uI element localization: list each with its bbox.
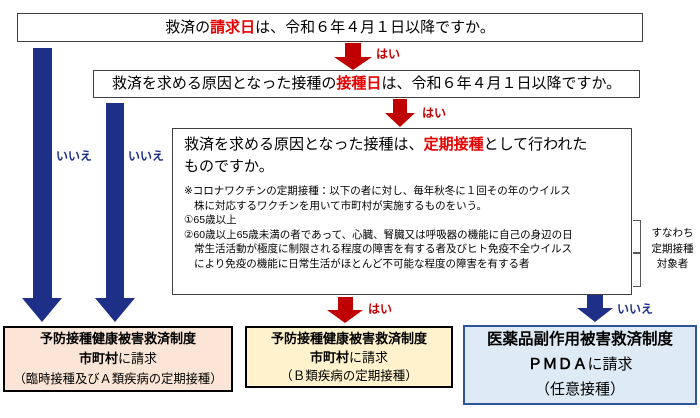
outcome-subtitle: （任意接種） (534, 381, 625, 398)
no-arrow-from-q1 (22, 48, 62, 322)
label-no-2: いいえ (128, 149, 165, 163)
outcome-title: 予防接種健康被害救済制度 (270, 331, 427, 346)
outcome-box-municipal-class-b: 予防接種健康被害救済制度 市町村に請求 （Ｂ類疾病の定期接種） (245, 326, 453, 388)
question-2-text: 救済を求める原因となった接種の接種日は、令和６年４月１日以降ですか。 (112, 73, 621, 95)
question-3-text-line1: 救済を求める原因となった接種は、定期接種として行われた (184, 134, 620, 156)
side-note-line: 定期接種 (651, 242, 694, 255)
outcome-claim: 市町村に請求 (247, 348, 451, 367)
question-1-text: 救済の請求日は、令和６年４月１日以降ですか。 (165, 17, 495, 39)
arrow-head-icon (385, 113, 415, 127)
label-no-1: いいえ (56, 149, 93, 163)
question-box-routine-vaccination: 救済を求める原因となった接種は、定期接種として行われた ものですか。 ※コロナワ… (172, 128, 632, 295)
claim-target: 市町村 (78, 351, 118, 366)
grouping-bracket (633, 220, 641, 287)
outcome-claim: ＰＭＤＡに請求 (465, 352, 695, 377)
q2-keyword: 接種日 (336, 75, 382, 92)
no-arrow-q3-to-pmda (577, 295, 613, 322)
note-line: ①65歳以上 (184, 214, 237, 227)
q1-post: は、令和６年４月１日以降ですか。 (255, 18, 495, 36)
note-line: 常生活活動が極度に制限される程度の障害を有する者及びヒト免疫不全ウイルス (194, 243, 572, 256)
outcome-subtitle: （臨時接種及びＡ類疾病の定期接種） (13, 372, 223, 386)
arrow-shaft (32, 48, 52, 298)
question-box-vaccination-date: 救済を求める原因となった接種の接種日は、令和６年４月１日以降ですか。 (93, 70, 640, 98)
arrow-shaft (345, 43, 361, 57)
side-note-line: すなわち (651, 227, 694, 239)
bracket-tick (633, 252, 641, 254)
outcome-claim: 市町村に請求 (5, 349, 231, 369)
outcome-subtitle: （Ｂ類疾病の定期接種） (280, 369, 418, 383)
claim-target: ＰＭＤＡ (527, 356, 588, 373)
label-yes-3: はい (368, 302, 393, 316)
arrow-shaft (393, 99, 407, 113)
question-box-claim-date: 救済の請求日は、令和６年４月１日以降ですか。 (17, 13, 643, 42)
q3-keyword: 定期接種 (423, 136, 484, 153)
note-line: ②60歳以上65歳未満の者であって、心臓、腎臓又は呼吸器の機能に自己の身辺の日 (184, 228, 573, 241)
note-line: ※コロナワクチンの定期接種：以下の者に対し、毎年秋冬に１回その年のウイルス (184, 185, 571, 197)
q3-pre: 救済を求める原因となった接種は、 (184, 136, 424, 153)
q1-pre: 救済の (165, 18, 211, 36)
outcome-title: 医薬品副作用被害救済制度 (486, 331, 673, 348)
label-yes-2: はい (422, 106, 447, 120)
q2-post: は、令和６年４月１日以降ですか。 (381, 75, 622, 92)
note-line: 株に対応するワクチンを用いて市町村が実施するものをいう。 (194, 199, 488, 212)
arrow-shaft (337, 297, 353, 310)
yes-arrow-q3-to-outcome (327, 297, 363, 323)
arrow-shaft (587, 295, 603, 308)
label-yes-1: はい (376, 47, 401, 61)
claim-target: 市町村 (309, 350, 349, 365)
yes-arrow-q2-to-q3 (385, 99, 415, 127)
outcome-title: 予防接種健康被害救済制度 (39, 331, 196, 346)
arrow-head-icon (327, 310, 363, 323)
arrow-head-icon (22, 298, 62, 322)
q1-keyword: 請求日 (210, 18, 256, 36)
arrow-head-icon (577, 308, 613, 322)
arrow-head-icon (95, 298, 135, 322)
label-no-3: いいえ (617, 302, 654, 316)
no-arrow-from-q2 (95, 103, 135, 322)
outcome-box-pmda: 医薬品副作用被害救済制度 ＰＭＤＡに請求 （任意接種） (463, 325, 697, 405)
arrow-head-icon (334, 57, 372, 70)
outcome-box-municipal-class-a: 予防接種健康被害救済制度 市町村に請求 （臨時接種及びＡ類疾病の定期接種） (3, 326, 233, 392)
arrow-shaft (106, 103, 124, 298)
yes-arrow-q1-to-q2 (334, 43, 372, 70)
claim-rest: に請求 (349, 350, 389, 365)
q2-pre: 救済を求める原因となった接種の (111, 75, 337, 92)
claim-rest: に請求 (587, 356, 633, 373)
claim-rest: に請求 (118, 351, 158, 366)
routine-vaccination-note: ※コロナワクチンの定期接種：以下の者に対し、毎年秋冬に１回その年のウイルス 株に… (184, 184, 620, 272)
side-note-routine-targets: すなわち 定期接種 対象者 (645, 226, 700, 273)
question-3-text-line2: ものですか。 (184, 158, 274, 175)
side-note-line: 対象者 (656, 258, 689, 270)
note-line: により免疫の機能に日常生活がほとんど不可能な程度の障害を有する者 (194, 257, 530, 270)
q3-post: として行われた (483, 136, 588, 153)
